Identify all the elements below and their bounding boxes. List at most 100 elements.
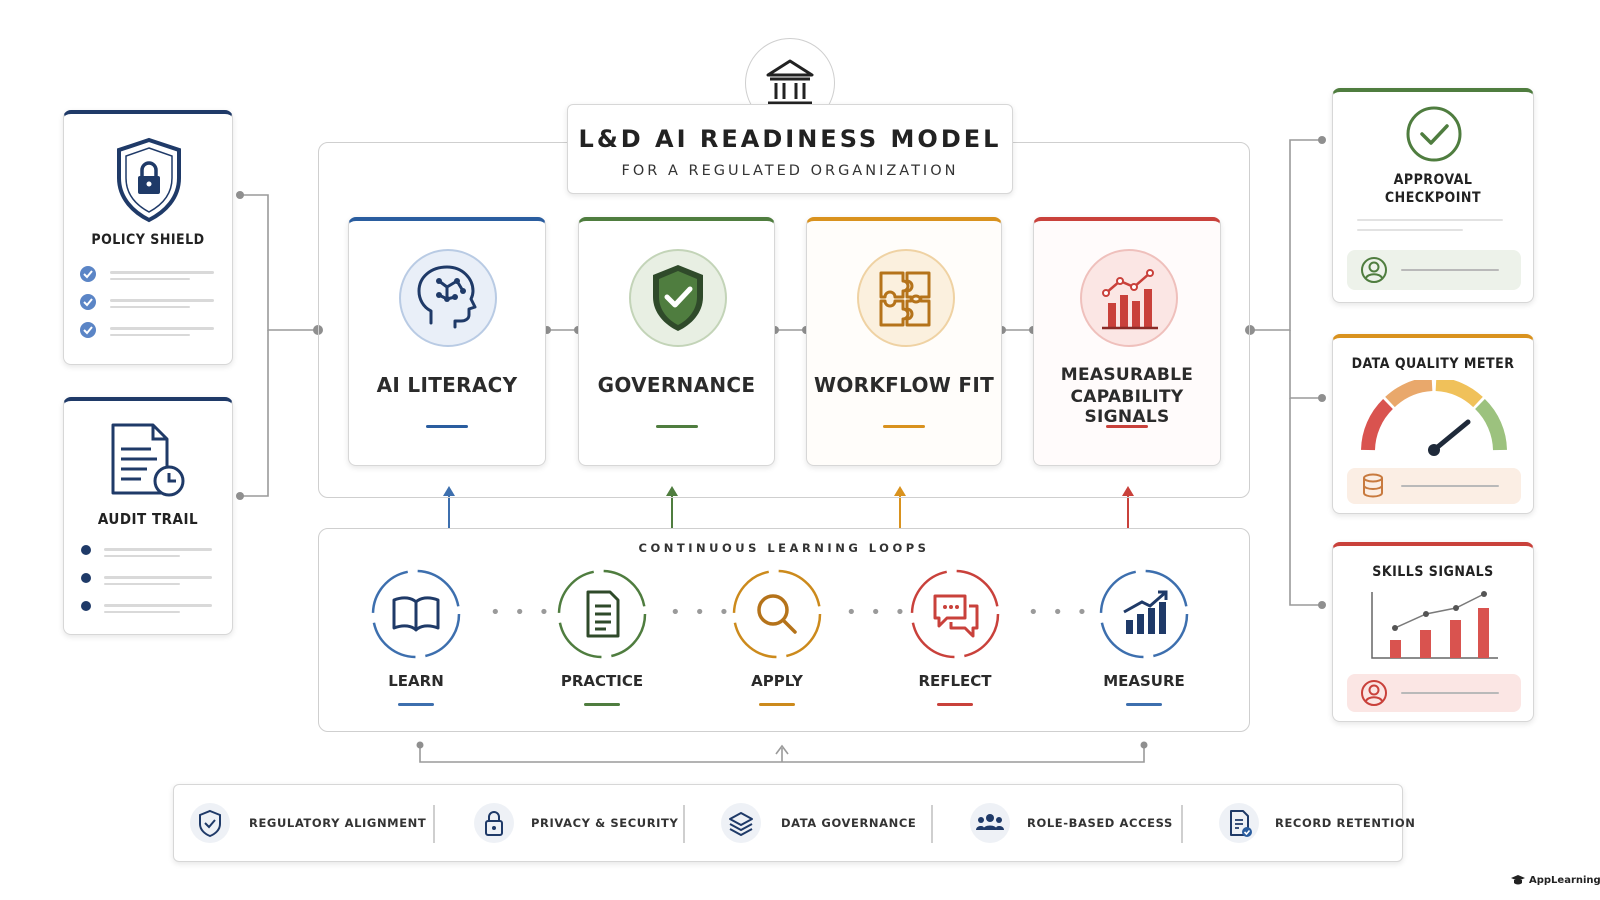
approval-checkpoint-card: APPROVAL CHECKPOINT: [1332, 88, 1534, 303]
loop-underline-practice: [584, 703, 620, 706]
loop-dots-4: • • •: [1028, 602, 1092, 623]
bar-chart-icon: [1102, 269, 1158, 330]
pillar-label-measurable: MEASURABLE: [1060, 365, 1194, 385]
loop-apply: [732, 569, 822, 659]
pillar-workflow-fit: WORKFLOW FIT: [806, 217, 1002, 466]
loop-underline-learn: [398, 703, 434, 706]
loop-label-measure: MEASURE: [1103, 672, 1185, 690]
header-title-box: L&D AI READINESS MODEL FOR A REGULATED O…: [567, 104, 1013, 194]
graduation-cap-icon: [1511, 875, 1525, 885]
footer-divider: [1181, 805, 1183, 843]
loop-reflect: [910, 569, 1000, 659]
learning-loops-box: CONTINUOUS LEARNING LOOPS: [318, 528, 1250, 732]
loop-dots-1: • • •: [490, 602, 554, 623]
shield-check-icon: [199, 809, 221, 838]
loop-measure: [1099, 569, 1189, 659]
footer-divider: [433, 805, 435, 843]
pillar-label-governance: GOVERNANCE: [597, 373, 756, 397]
footer-label-data-governance: DATA GOVERNANCE: [781, 816, 917, 830]
workflow-fit-icon-circle: [857, 249, 955, 347]
loop-underline-apply: [759, 703, 795, 706]
lock-icon: [485, 811, 503, 836]
loop-learn: [371, 569, 461, 659]
document-clock-icon: [111, 423, 185, 497]
users-icon: [976, 814, 1004, 830]
approval-title-line2: CHECKPOINT: [1384, 190, 1482, 206]
footer-label-record-retention: RECORD RETENTION: [1275, 816, 1416, 830]
approval-user-line: [1401, 269, 1499, 271]
brand-logo: AppLearning: [1510, 871, 1600, 889]
footer-divider: [683, 805, 685, 843]
pillar-underline-governance: [655, 425, 698, 428]
data-governance-icon-badge: [721, 803, 761, 843]
pillar-label-workflow-fit: WORKFLOW FIT: [813, 373, 995, 397]
loop-dots-3: • • •: [846, 602, 910, 623]
footer-label-role-access: ROLE-BASED ACCESS: [1027, 816, 1173, 830]
pillar-underline-workflow-fit: [883, 425, 925, 428]
loop-practice: [557, 569, 647, 659]
pillar-governance: GOVERNANCE: [578, 217, 775, 466]
audit-trail-card: AUDIT TRAIL: [63, 397, 233, 635]
document-icon: [586, 590, 620, 638]
shield-lock-icon: [117, 137, 181, 223]
regulatory-icon-badge: [190, 803, 230, 843]
pillar-measurable-capability-signals: MEASURABLE CAPABILITY SIGNALS: [1033, 217, 1221, 466]
user-icon: [1361, 257, 1387, 283]
data-quality-title: DATA QUALITY METER: [1351, 356, 1515, 372]
record-retention-icon-badge: [1219, 803, 1259, 843]
pillar-underline-ai-literacy: [426, 425, 468, 428]
loop-label-reflect: REFLECT: [918, 672, 992, 690]
footer-label-regulatory: REGULATORY ALIGNMENT: [249, 816, 427, 830]
approval-text-line: [1357, 219, 1503, 221]
skills-user-line: [1401, 692, 1499, 694]
gauge-icon: [1361, 380, 1507, 456]
growth-chart-icon: [1123, 590, 1168, 634]
loop-underline-measure: [1126, 703, 1162, 706]
learning-loops-title: CONTINUOUS LEARNING LOOPS: [638, 541, 930, 555]
privacy-icon-badge: [474, 803, 514, 843]
user-icon: [1361, 680, 1387, 706]
learning-loop-icons: [371, 569, 1189, 659]
compliance-footer-bar: REGULATORY ALIGNMENT PRIVACY & SECURITY …: [173, 784, 1415, 862]
skills-user-row: [1347, 674, 1521, 712]
chat-icon: [933, 594, 979, 638]
data-quality-row: [1347, 468, 1521, 504]
role-access-icon-badge: [970, 803, 1010, 843]
skills-signals-card: SKILLS SIGNALS: [1332, 542, 1534, 722]
layers-icon: [729, 812, 753, 836]
footer-label-privacy: PRIVACY & SECURITY: [531, 816, 679, 830]
audit-trail-title: AUDIT TRAIL: [97, 510, 199, 528]
database-icon: [1363, 473, 1383, 498]
pillar-label-capability-signals: CAPABILITY SIGNALS: [1070, 387, 1184, 427]
page-title: L&D AI READINESS MODEL: [578, 125, 1002, 153]
loop-label-practice: PRACTICE: [560, 672, 644, 690]
capability-icon-circle: [1080, 249, 1178, 347]
footer-divider: [931, 805, 933, 843]
pillar-label-ai-literacy: AI LITERACY: [376, 373, 518, 397]
audit-bullet-list: [81, 545, 212, 613]
approval-user-row: [1347, 250, 1521, 290]
loop-underline-reflect: [937, 703, 973, 706]
brand-name: AppLearning: [1529, 874, 1600, 886]
governance-icon-circle: [629, 249, 727, 347]
book-icon: [392, 596, 440, 632]
page-subtitle: FOR A REGULATED ORGANIZATION: [621, 163, 959, 179]
skills-chart-icon: [1371, 591, 1498, 659]
loop-label-learn: LEARN: [388, 672, 444, 690]
approval-title-line1: APPROVAL: [1393, 172, 1473, 188]
pillar-ai-literacy: AI LITERACY: [348, 217, 546, 466]
magnifier-icon: [757, 594, 797, 634]
ai-literacy-icon-circle: [399, 249, 497, 347]
policy-shield-title: POLICY SHIELD: [91, 232, 205, 248]
check-circle-icon: [1406, 106, 1462, 162]
pillar-underline-capability: [1106, 425, 1148, 428]
data-quality-line: [1401, 485, 1499, 487]
puzzle-icon: [879, 271, 931, 327]
brain-circuit-icon: [417, 265, 477, 329]
loop-label-apply: APPLY: [751, 672, 803, 690]
skills-signals-title: SKILLS SIGNALS: [1372, 564, 1494, 580]
data-quality-meter-card: DATA QUALITY METER: [1332, 334, 1534, 514]
policy-shield-card: POLICY SHIELD: [63, 110, 233, 365]
policy-checklist: [80, 266, 214, 338]
shield-check-icon: [653, 265, 703, 331]
